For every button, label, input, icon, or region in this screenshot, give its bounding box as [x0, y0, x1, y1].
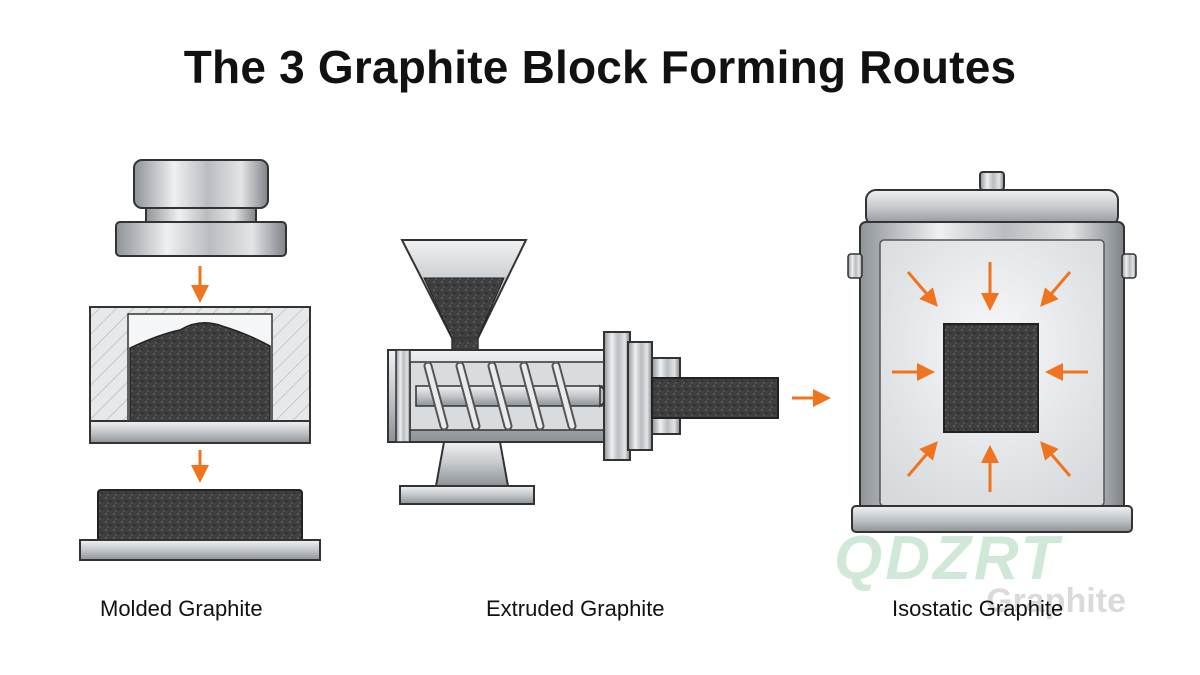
page-title: The 3 Graphite Block Forming Routes [183, 41, 1017, 93]
isostatic-illustration [847, 171, 1137, 533]
isostatic-block [943, 323, 1039, 433]
caption-extruded: Extruded Graphite [486, 596, 665, 621]
caption-isostatic: Isostatic Graphite [892, 596, 1064, 621]
extruded-rod [651, 377, 779, 419]
graphite-powder [129, 322, 271, 422]
caption-molded: Molded Graphite [100, 596, 263, 621]
watermark-text: QDZRT [834, 524, 1062, 593]
watermark-subtitle: Graphite [986, 582, 1126, 620]
vessel-lid [865, 189, 1119, 227]
watermark-logo: QDZRT Graphite [834, 528, 1144, 628]
press-punch [133, 159, 269, 209]
molded-illustration [79, 159, 321, 561]
molded-block [97, 489, 303, 543]
extruded-illustration [387, 239, 831, 505]
pressure-arrows [892, 262, 1088, 492]
